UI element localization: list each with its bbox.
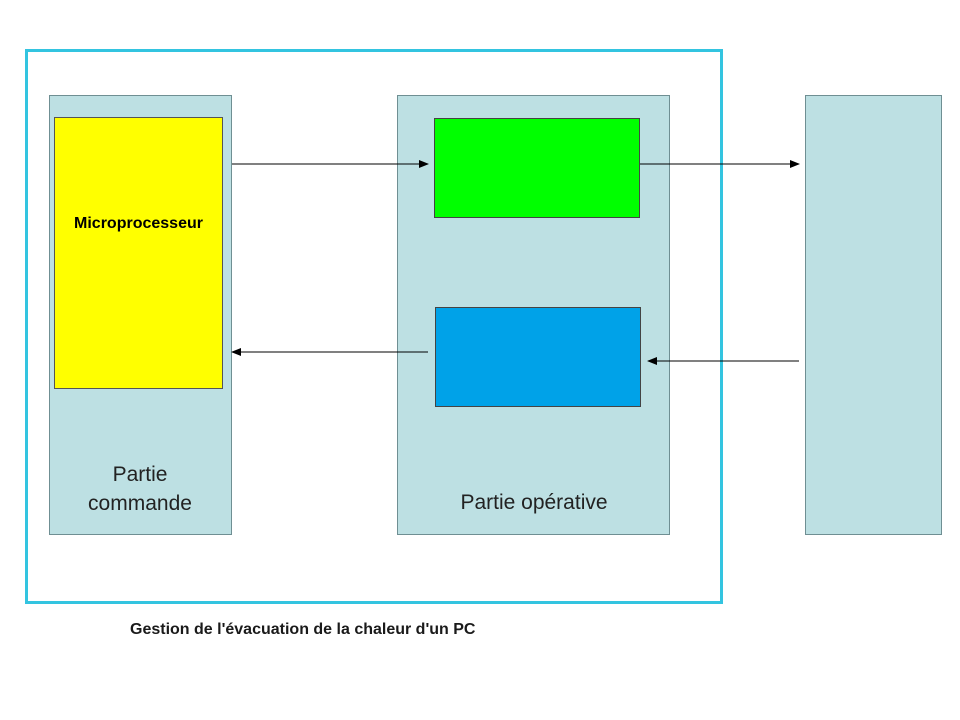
actuator-box	[434, 118, 640, 218]
partie-commande-label-line1: Partie	[112, 463, 168, 486]
external-environment-block	[805, 95, 942, 535]
system-boundary-frame	[25, 49, 723, 604]
microprocessor-label: Microprocesseur	[74, 215, 203, 232]
partie-operative-label: Partie opérative	[460, 491, 608, 514]
sensor-box	[435, 307, 641, 407]
microprocessor-block	[54, 117, 223, 389]
partie-commande-label-line2: commande	[88, 492, 192, 515]
diagram-caption: Gestion de l'évacuation de la chaleur d'…	[130, 621, 476, 638]
partie-commande-label: Partie commande	[60, 460, 220, 518]
